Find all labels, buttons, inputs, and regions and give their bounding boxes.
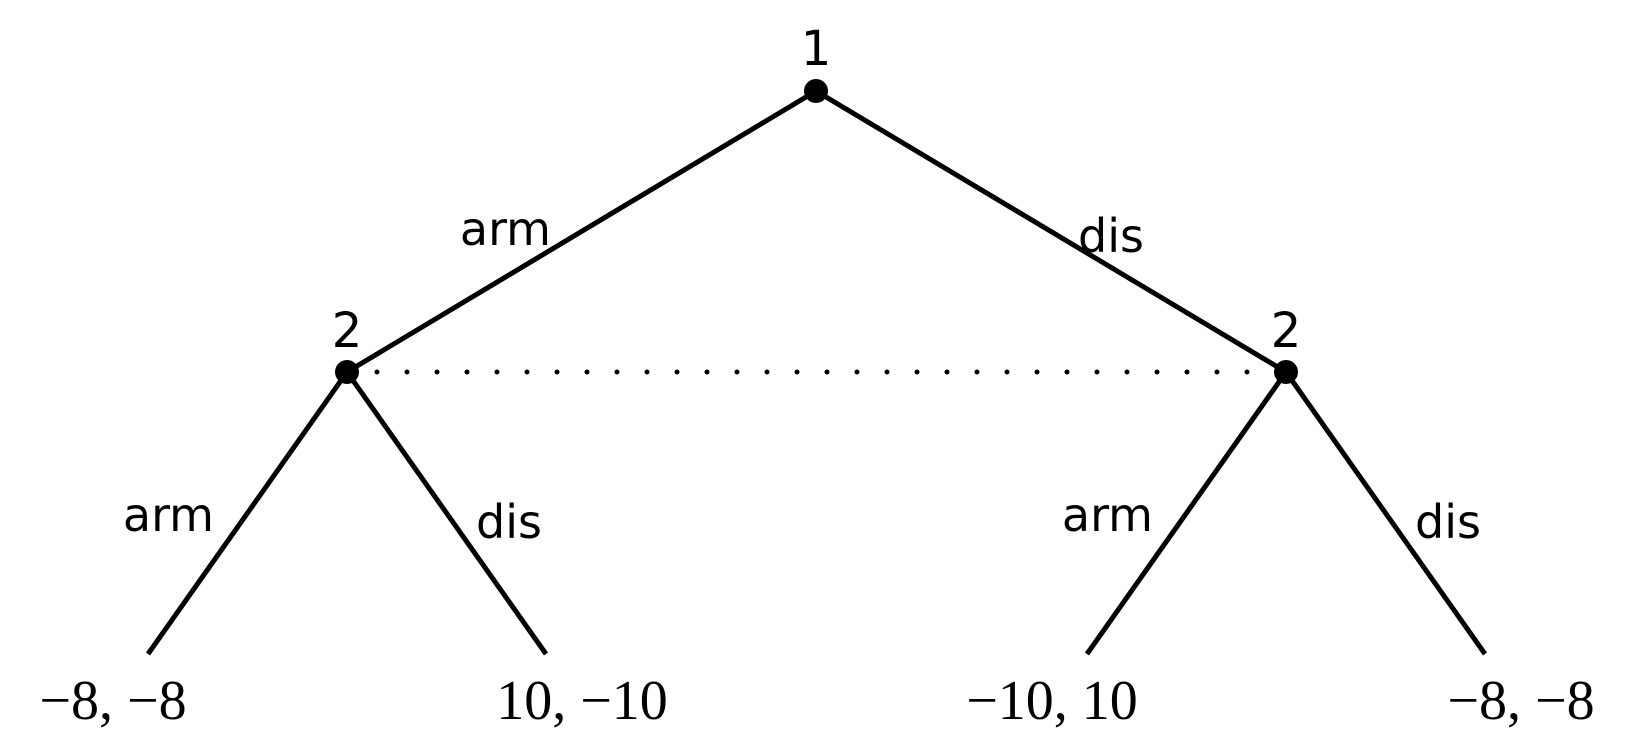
edge-left-right	[344, 370, 549, 656]
edge-label-right-right: dis	[1415, 495, 1481, 549]
edge-right-right	[1283, 370, 1488, 656]
edge-label-left-left: arm	[123, 488, 214, 542]
payoff-leaf-3: −10, 10	[966, 670, 1138, 732]
edge-label-root-left: arm	[460, 202, 551, 256]
player2-left-node	[335, 360, 359, 384]
payoff-leaf-4: −8, −8	[1447, 670, 1594, 732]
edge-root-left	[344, 88, 819, 375]
payoff-leaf-2: 10, −10	[496, 670, 668, 732]
player2-right-label: 2	[1271, 303, 1302, 359]
root-node	[804, 79, 828, 103]
edge-label-root-right: dis	[1078, 209, 1144, 263]
edge-right-left	[1084, 370, 1289, 656]
edge-label-right-left: arm	[1062, 488, 1153, 542]
edge-label-left-right: dis	[476, 495, 542, 549]
edge-root-right	[813, 88, 1289, 375]
edge-left-left	[145, 370, 350, 656]
player2-right-node	[1274, 360, 1298, 384]
payoff-leaf-1: −8, −8	[39, 670, 186, 732]
player2-left-label: 2	[332, 303, 363, 359]
root-player-label: 1	[801, 21, 832, 77]
